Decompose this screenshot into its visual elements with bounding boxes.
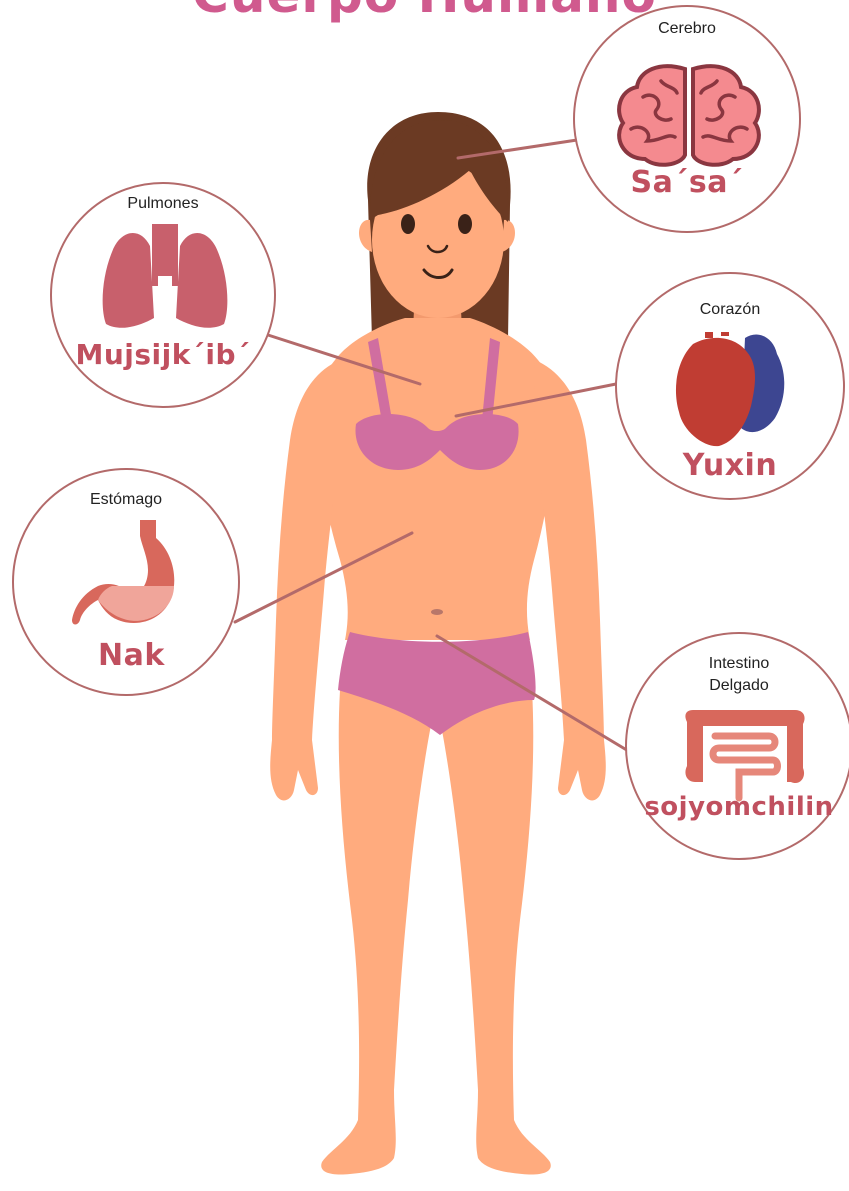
stomach-label-es: Estómago	[14, 490, 238, 510]
stomach-circle: Estómago Nak	[12, 468, 240, 696]
stomach-icon	[68, 516, 188, 636]
brain-label-mayan: Sa´sa´	[575, 165, 799, 200]
left-leg	[321, 690, 432, 1175]
torso	[317, 318, 556, 640]
heart-icon	[669, 332, 799, 452]
belly-button	[431, 609, 443, 615]
heart-label-es: Corazón	[617, 300, 843, 320]
ear-right	[502, 220, 515, 252]
eye-left	[401, 214, 415, 234]
brain-circle: Cerebro Sa´sa´	[573, 5, 801, 233]
intestine-icon	[679, 702, 809, 802]
ear-left	[359, 220, 372, 252]
stomach-label-mayan: Nak	[98, 638, 165, 673]
brain-icon	[609, 61, 769, 171]
lungs-label-es: Pulmones	[52, 194, 274, 214]
left-arm	[270, 360, 342, 800]
right-arm	[534, 360, 606, 800]
right-leg	[440, 690, 551, 1175]
intestine-circle: Intestino Delgado sojyomchilin	[625, 632, 849, 860]
lungs-circle: Pulmones Mujsijk´ib´	[50, 182, 276, 408]
intestine-label-mayan: sojyomchilin	[627, 792, 849, 822]
lungs-label-mayan: Mujsijk´ib´	[52, 338, 274, 371]
intestine-label-es-1: Intestino	[627, 654, 849, 674]
eye-right	[458, 214, 472, 234]
heart-label-mayan: Yuxin	[617, 448, 843, 483]
intestine-label-es-2: Delgado	[627, 676, 849, 696]
heart-circle: Corazón Yuxin	[615, 272, 845, 500]
lungs-icon	[100, 216, 230, 332]
brain-label-es: Cerebro	[575, 19, 799, 39]
